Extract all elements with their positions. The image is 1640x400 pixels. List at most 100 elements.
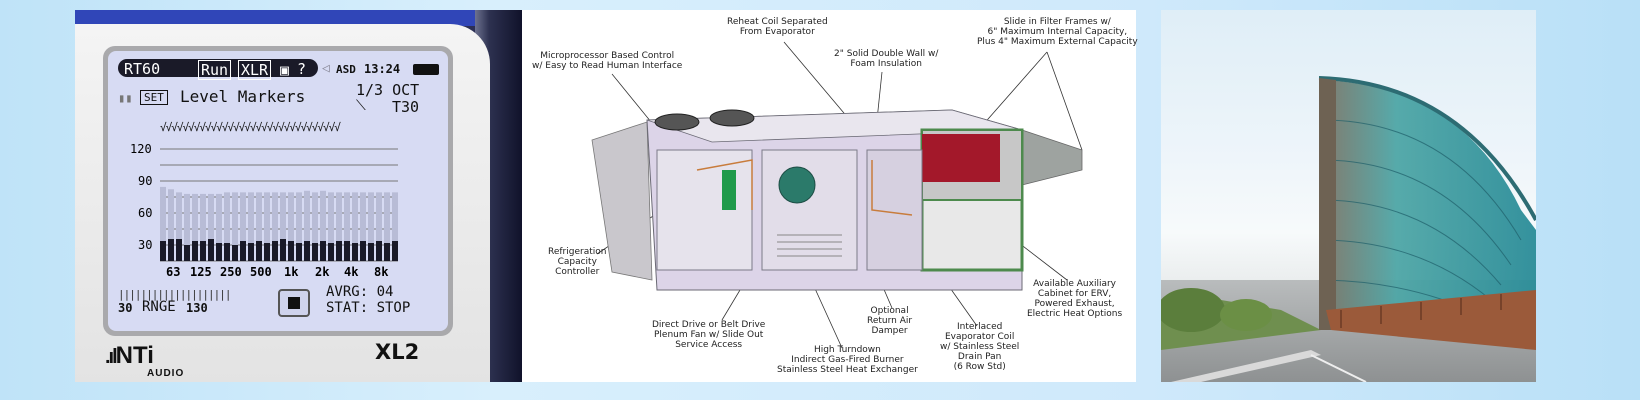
x-tick: 2k — [315, 265, 330, 279]
bar-max — [352, 192, 358, 261]
bar-max — [208, 193, 214, 261]
bar-max — [248, 192, 254, 261]
bar-level — [384, 243, 390, 261]
bar-max — [360, 192, 366, 261]
bar-level — [336, 241, 342, 261]
bar-max — [280, 192, 286, 261]
bar-level — [344, 241, 350, 261]
bar-level — [192, 241, 198, 261]
x-tick: 4k — [344, 265, 359, 279]
bar-level — [200, 241, 206, 261]
nti-logo: .ılNTi AUDIO — [105, 342, 185, 379]
range-scale-icon: |||||||||||||||||||| — [118, 288, 231, 301]
bar-max — [312, 192, 318, 261]
bar-max — [256, 192, 262, 261]
bar-level — [304, 241, 310, 261]
bar-max — [192, 193, 198, 261]
bar-max — [232, 192, 238, 261]
range-high: 130 — [186, 301, 208, 315]
x-tick: 500 — [250, 265, 272, 279]
battery-icon — [413, 64, 439, 75]
menu-title: Level Markers — [180, 87, 306, 106]
bar-level — [392, 241, 398, 261]
range-low: 30 — [118, 301, 133, 315]
speaker-icon: ◁ — [322, 61, 330, 76]
help-label: ? — [297, 60, 307, 78]
label-filter-frames: Slide in Filter Frames w/6" Maximum Inte… — [977, 17, 1138, 47]
bar-level — [296, 243, 302, 261]
device-body: RT60 Run XLR ▣ ? ◁ ASD 13:24 ▮▮ SET Leve… — [75, 24, 490, 382]
bar-level — [224, 243, 230, 261]
xlr-label: XLR — [238, 60, 272, 80]
bar-level — [376, 241, 382, 261]
bar-level — [368, 243, 374, 261]
bar-max — [328, 192, 334, 261]
decay-icon: ⟍ — [356, 98, 366, 114]
clock: 13:24 — [364, 62, 401, 76]
bar-level — [176, 239, 182, 261]
noise-barrier-photo — [1161, 10, 1536, 382]
asd-label: ASD — [336, 63, 356, 76]
bar-level — [184, 245, 190, 261]
bar-max — [288, 192, 294, 261]
save-icon: ▣ — [280, 61, 290, 79]
banner: RT60 Run XLR ▣ ? ◁ ASD 13:24 ▮▮ SET Leve… — [75, 10, 1536, 382]
highway-scene — [1161, 76, 1536, 382]
bar-level — [160, 241, 166, 261]
bar-max — [176, 192, 182, 261]
lcd-display: RT60 Run XLR ▣ ? ◁ ASD 13:24 ▮▮ SET Leve… — [108, 51, 448, 331]
mode-label: RT60 — [124, 60, 161, 78]
hvac-drawing — [591, 41, 1083, 349]
spectrum-bars — [160, 186, 398, 261]
bar-max — [224, 192, 230, 261]
y-tick: 90 — [138, 174, 152, 188]
bar-max — [392, 192, 398, 261]
bar-level — [216, 243, 222, 261]
bar-level — [256, 241, 262, 261]
stat-readout: STAT: STOP — [326, 300, 411, 316]
stop-icon — [288, 297, 300, 309]
stop-button[interactable] — [278, 289, 310, 317]
bar-max — [384, 192, 390, 261]
spectrum-plot: 120 90 60 30 63 125 250 500 1k 2k 4k 8k — [130, 142, 398, 279]
bar-level — [232, 245, 238, 261]
xl2-analyzer-image: RT60 Run XLR ▣ ? ◁ ASD 13:24 ▮▮ SET Leve… — [75, 10, 522, 382]
bar-level — [208, 239, 214, 261]
bar-level — [288, 241, 294, 261]
band-label: 1/3 OCT — [356, 81, 420, 99]
y-tick: 60 — [138, 206, 152, 220]
bar-level — [280, 239, 286, 261]
set-label: SET — [140, 90, 168, 105]
bar-max — [184, 193, 190, 261]
bar-max — [160, 186, 166, 261]
param-label: T30 — [392, 98, 420, 116]
x-tick: 63 — [166, 265, 180, 279]
level-markers: √√√√√√√√√√√√√√√√√√√√√√√√√√√√√√√√ — [160, 121, 341, 134]
bar-level — [312, 243, 318, 261]
bar-max — [368, 192, 374, 261]
signal-icon: ▮▮ — [118, 91, 133, 105]
bar-max — [336, 192, 342, 261]
bar-max — [320, 190, 326, 261]
x-tick: 1k — [284, 265, 299, 279]
y-tick: 30 — [138, 238, 152, 252]
bar-max — [304, 190, 310, 261]
bar-level — [272, 241, 278, 261]
x-tick: 250 — [220, 265, 242, 279]
bar-max — [296, 192, 302, 261]
bar-max — [264, 192, 270, 261]
avrg-readout: AVRG: 04 — [326, 284, 394, 300]
y-tick: 120 — [130, 142, 152, 156]
x-tick: 8k — [374, 265, 389, 279]
bar-level — [352, 243, 358, 261]
label-double-wall: 2" Solid Double Wall w/Foam Insulation — [834, 49, 939, 69]
bar-max — [376, 192, 382, 261]
run-label: Run — [198, 60, 232, 80]
bar-max — [344, 192, 350, 261]
